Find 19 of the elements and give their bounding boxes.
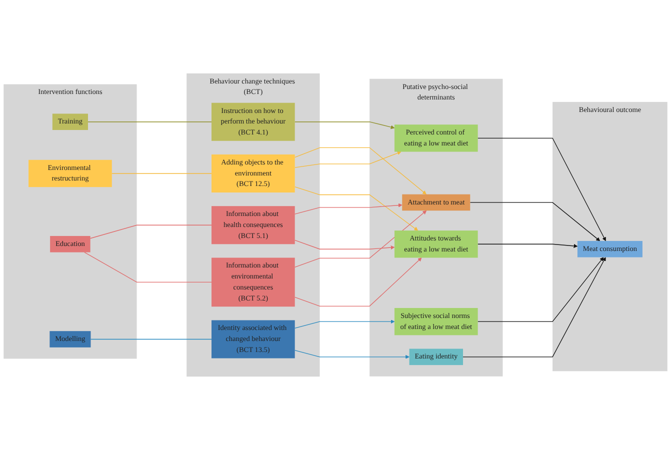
arrow — [470, 202, 600, 242]
arrow — [477, 138, 606, 242]
arrow — [294, 210, 427, 268]
arrow — [294, 240, 395, 250]
connector — [84, 252, 212, 283]
arrow — [294, 320, 395, 329]
arrow — [477, 257, 604, 322]
arrow — [294, 151, 402, 168]
arrow — [294, 122, 395, 130]
arrow — [462, 257, 606, 358]
arrow — [294, 186, 418, 231]
arrow — [294, 203, 402, 214]
connector — [112, 173, 212, 174]
arrow — [294, 350, 410, 359]
connector — [90, 224, 212, 239]
connector — [90, 338, 212, 340]
arrow — [477, 244, 578, 248]
arrow — [294, 258, 422, 307]
arrow — [294, 147, 426, 194]
